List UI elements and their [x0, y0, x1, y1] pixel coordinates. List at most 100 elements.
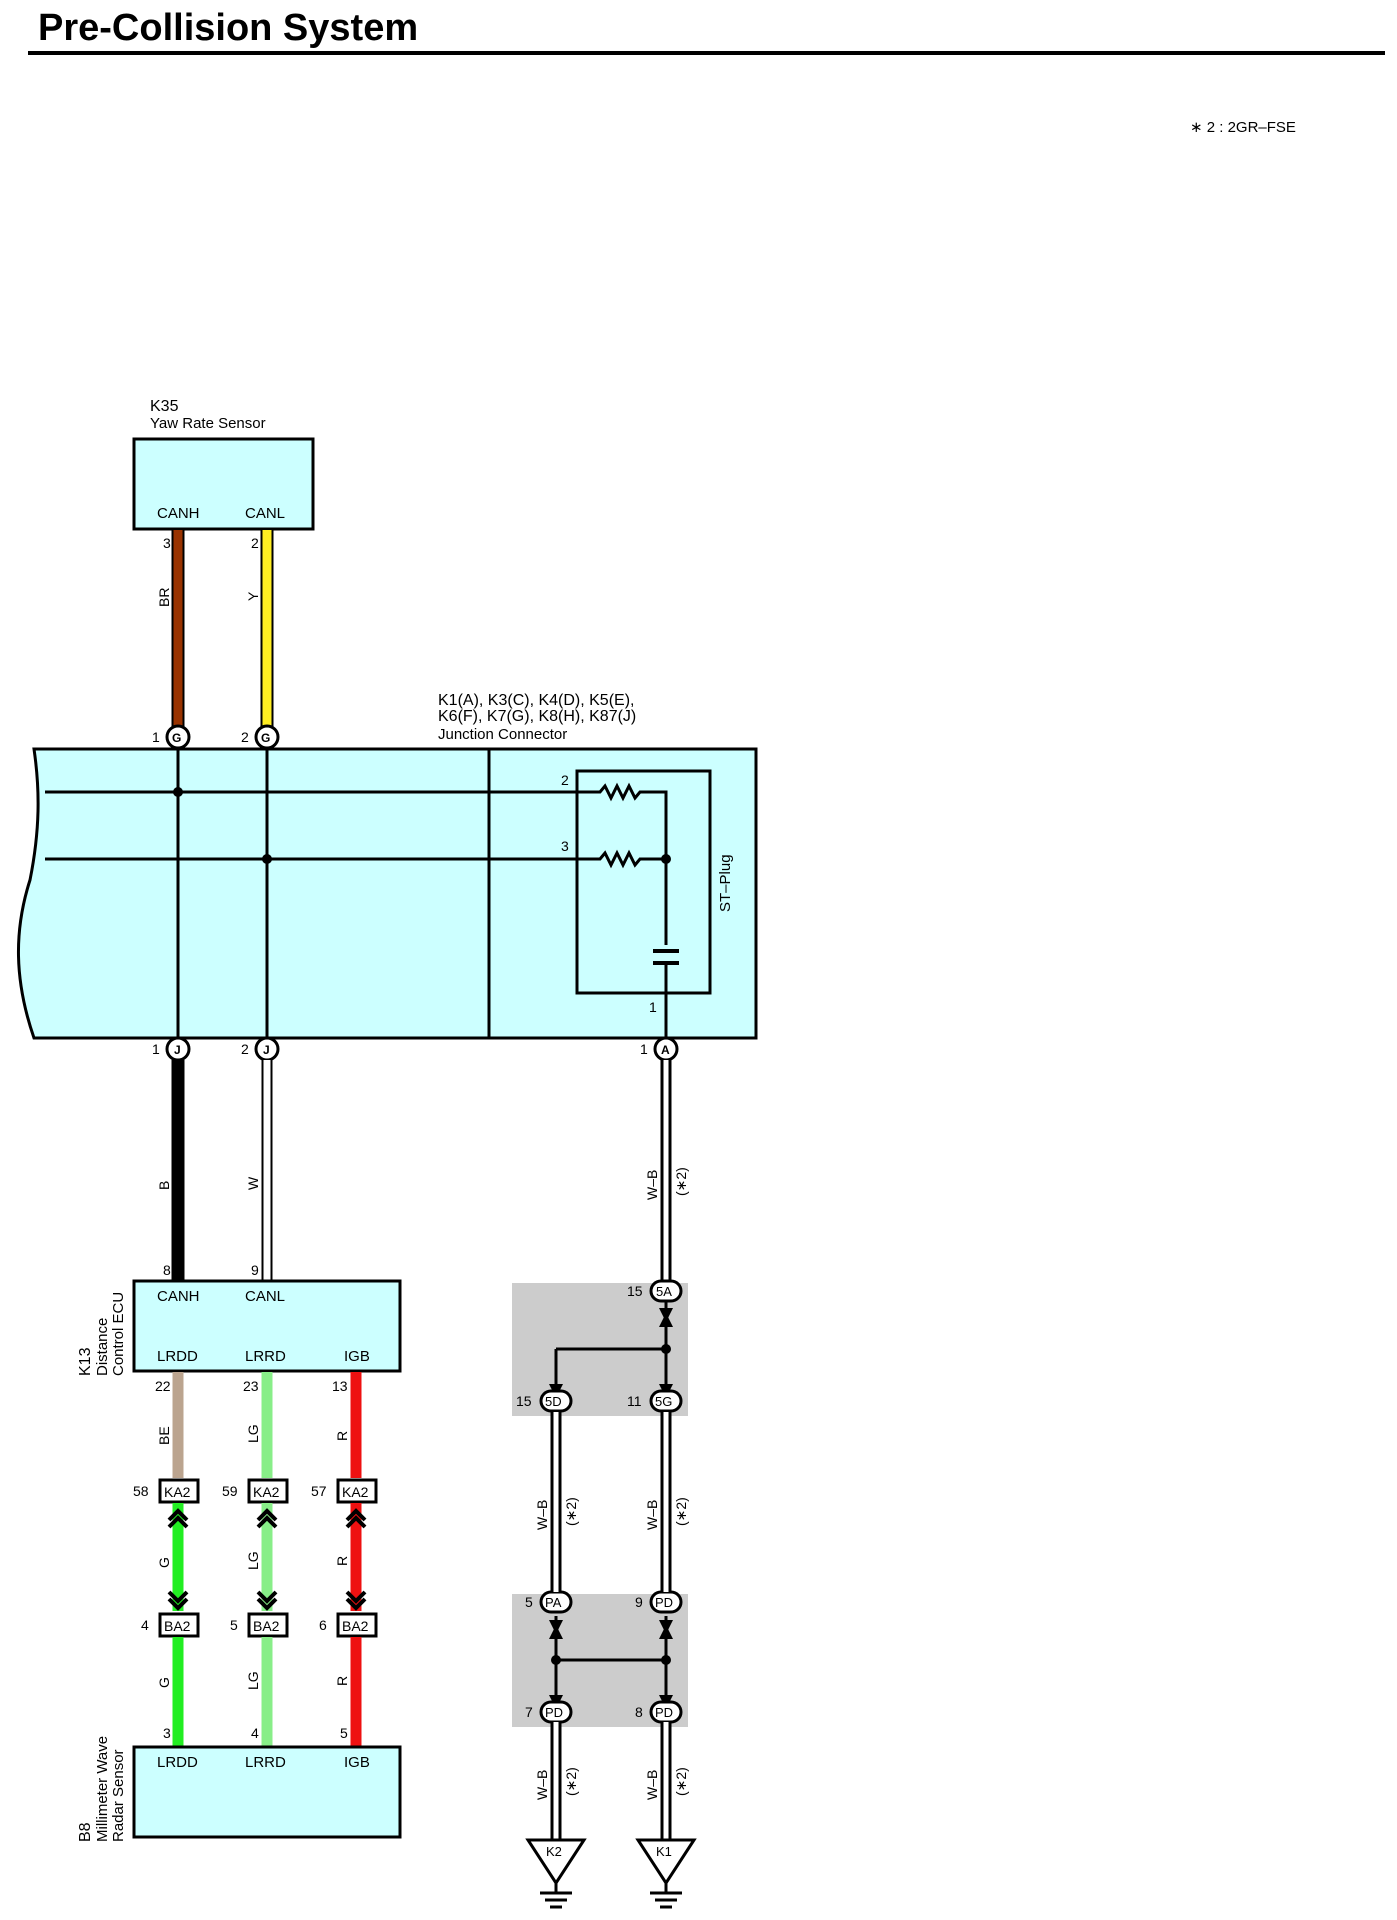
top-pin1-letter: G	[172, 731, 181, 745]
wire-label-lg: LG	[245, 1671, 261, 1690]
connector-chevrons-icon	[167, 1508, 367, 1611]
k13-pin22: 22	[155, 1378, 171, 1394]
pd9: PD	[655, 1595, 673, 1610]
b8-id: B8	[77, 1822, 94, 1842]
st-pin3: 3	[561, 838, 569, 854]
terminal-icon	[254, 724, 280, 750]
k13-pin13: 13	[332, 1378, 348, 1394]
ground-k2-label: K2	[546, 1844, 562, 1859]
k35-pin3-no: 3	[163, 535, 171, 551]
k35-name: Yaw Rate Sensor	[150, 415, 266, 432]
page-title: Pre-Collision System	[38, 7, 418, 49]
bot-pin3-no: 1	[640, 1041, 648, 1057]
k13-pin9: 9	[251, 1262, 259, 1278]
b8-lrrd: LRRD	[245, 1754, 286, 1771]
wb-wires	[550, 1412, 672, 1840]
pd8-no: 8	[635, 1704, 643, 1720]
splice-dot	[262, 854, 272, 864]
j5d-no: 15	[516, 1393, 532, 1409]
st-plug-label: ST–Plug	[717, 854, 734, 912]
ba2-label: BA2	[253, 1618, 280, 1634]
k13-pin23: 23	[243, 1378, 259, 1394]
wire-label-lg: LG	[245, 1551, 261, 1570]
connector-ba2	[158, 1612, 200, 1638]
wire-label-r: R	[334, 1556, 350, 1566]
connector-ba2	[336, 1612, 378, 1638]
bot-pin3-letter: A	[661, 1043, 670, 1057]
ka2-pin57: 57	[311, 1483, 327, 1499]
top-pin1-no: 1	[152, 729, 160, 745]
st-pin1: 1	[649, 999, 657, 1015]
joint-terminal-icon	[539, 1389, 573, 1413]
wire-label-g: G	[156, 1677, 172, 1688]
wire-label-wb: W–B	[534, 1770, 550, 1800]
j5g-no: 11	[627, 1393, 642, 1409]
joint-arrows-icon	[549, 1308, 673, 1709]
k35-box	[132, 437, 315, 531]
top-pin2-letter: G	[261, 731, 270, 745]
wire-label-r: R	[334, 1431, 350, 1441]
resistor-1-icon	[577, 782, 668, 945]
splice-dot	[661, 854, 671, 864]
junction-name: Junction Connector	[438, 726, 567, 743]
bot-pin2-no: 2	[241, 1041, 249, 1057]
j5a: 5A	[656, 1284, 672, 1299]
junction-ids-2: K6(F), K7(G), K8(H), K87(J)	[438, 708, 636, 725]
k13-id: K13	[77, 1347, 94, 1376]
ka2-label: KA2	[342, 1484, 369, 1500]
b8-box	[132, 1745, 402, 1839]
pa: PA	[545, 1595, 562, 1610]
k13-pin8: 8	[163, 1262, 171, 1278]
wire-label-wb: W–B	[534, 1500, 550, 1530]
wire-label-star2: (∗2)	[673, 1167, 689, 1196]
wire-label-r: R	[334, 1676, 350, 1686]
wire-label-star2: (∗2)	[563, 1497, 579, 1526]
k35-pin-canl: CANL	[245, 505, 285, 522]
wire-label-b: B	[156, 1181, 172, 1190]
connector-ka2	[158, 1478, 200, 1504]
k13-igb: IGB	[344, 1348, 370, 1365]
wire-label-w: W	[245, 1176, 261, 1190]
ba2-pin6: 6	[319, 1617, 327, 1633]
st-plug-box	[575, 769, 712, 995]
wire-label-g: G	[156, 1557, 172, 1568]
bot-pin2-letter: J	[263, 1043, 270, 1057]
ba2-label: BA2	[164, 1618, 191, 1634]
connector-ba2	[247, 1612, 289, 1638]
b8-pin3: 3	[163, 1725, 171, 1741]
bot-pin1-letter: J	[174, 1043, 181, 1057]
b8-pin4: 4	[251, 1725, 259, 1741]
pd9-no: 9	[635, 1594, 643, 1610]
b8-name-2: Radar Sensor	[110, 1749, 127, 1842]
st-pin2: 2	[561, 772, 569, 788]
wire-label-be: BE	[156, 1426, 172, 1445]
ka2-pin59: 59	[222, 1483, 238, 1499]
b8-pin5: 5	[340, 1725, 348, 1741]
junction-box	[16, 747, 758, 1040]
ka2-label: KA2	[253, 1484, 280, 1500]
wire-label-wb: W–B	[644, 1500, 660, 1530]
k13-lrdd: LRDD	[157, 1348, 198, 1365]
legend-note: ∗ 2 : 2GR–FSE	[1190, 119, 1296, 136]
ka2-pin58: 58	[133, 1483, 149, 1499]
k13-canl: CANL	[245, 1288, 285, 1305]
k35-id: K35	[150, 398, 179, 415]
k13-name-2: Control ECU	[110, 1292, 127, 1376]
wire-label-wb: W–B	[644, 1770, 660, 1800]
ground-k1-icon	[635, 1838, 697, 1909]
pa-no: 5	[525, 1594, 533, 1610]
wire-label-star2: (∗2)	[673, 1497, 689, 1526]
k13-canh: CANH	[157, 1288, 200, 1305]
ka2-label: KA2	[164, 1484, 191, 1500]
pd7-no: 7	[525, 1704, 533, 1720]
wire-label-star2: (∗2)	[673, 1767, 689, 1796]
pd8: PD	[655, 1705, 673, 1720]
k13-lrrd: LRRD	[245, 1348, 286, 1365]
joint-terminal-icon	[649, 1279, 683, 1303]
terminal-icon	[165, 724, 191, 750]
ground-k1-label: K1	[656, 1844, 672, 1859]
wire-label-star2: (∗2)	[563, 1767, 579, 1796]
resistor-2-icon	[577, 849, 666, 869]
wire-label-y: Y	[245, 591, 261, 601]
